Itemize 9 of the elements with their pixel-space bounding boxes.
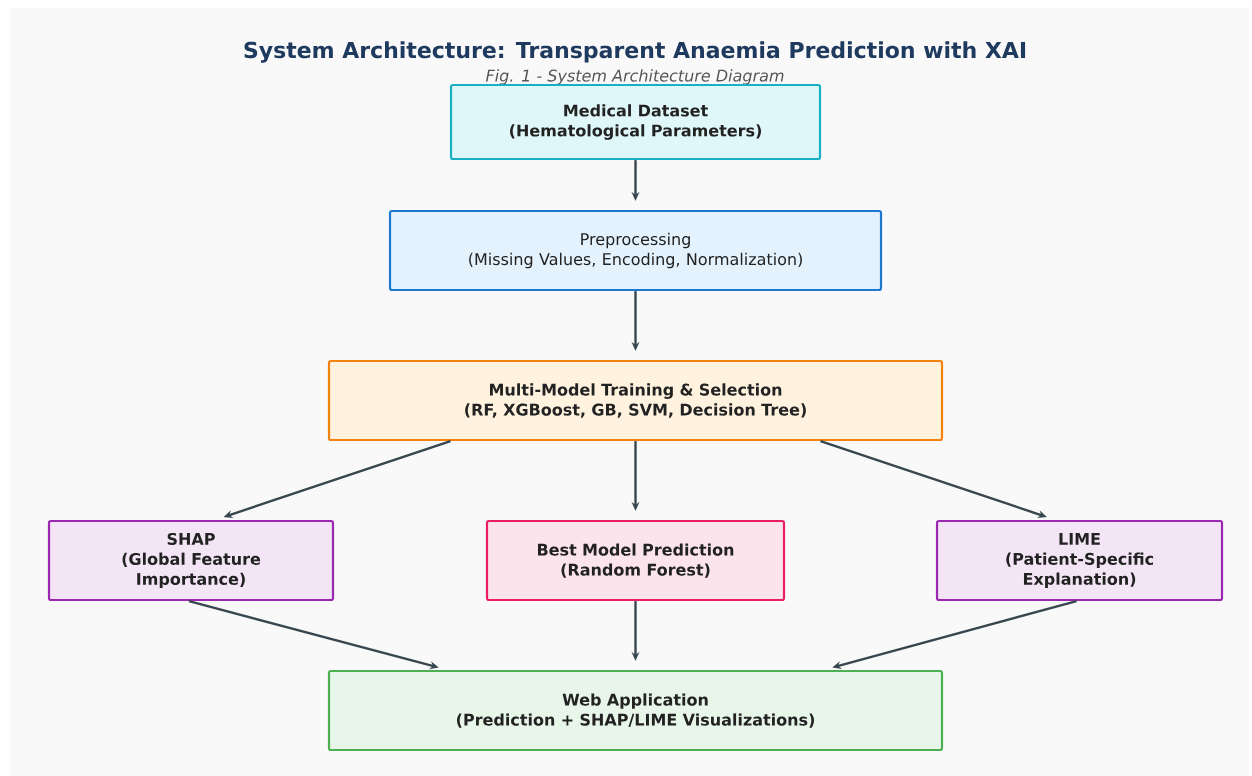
process-box: Preprocessing (Missing Values, Encoding, Normalization) xyxy=(388,209,883,292)
process-box: Medical Dataset (Hematological Parameters) xyxy=(449,83,822,161)
process-box: LIME (Patient-Specific Explanation) xyxy=(935,519,1224,602)
title: System Architecture: Transparent Anaemia Prediction with XAI xyxy=(244,41,1026,63)
process-box: Best Model Prediction (Random Forest) xyxy=(485,519,786,602)
caption: Fig. 1 - System Architecture Diagram xyxy=(485,69,784,85)
process-box: Web Application (Prediction + SHAP/LIME Visualizations) xyxy=(327,669,944,752)
process-box: Multi-Model Training & Selection (RF, XGBoost, GB, SVM, Decision Tree) xyxy=(327,359,944,442)
process-box: SHAP (Global Feature Importance) xyxy=(47,519,335,602)
